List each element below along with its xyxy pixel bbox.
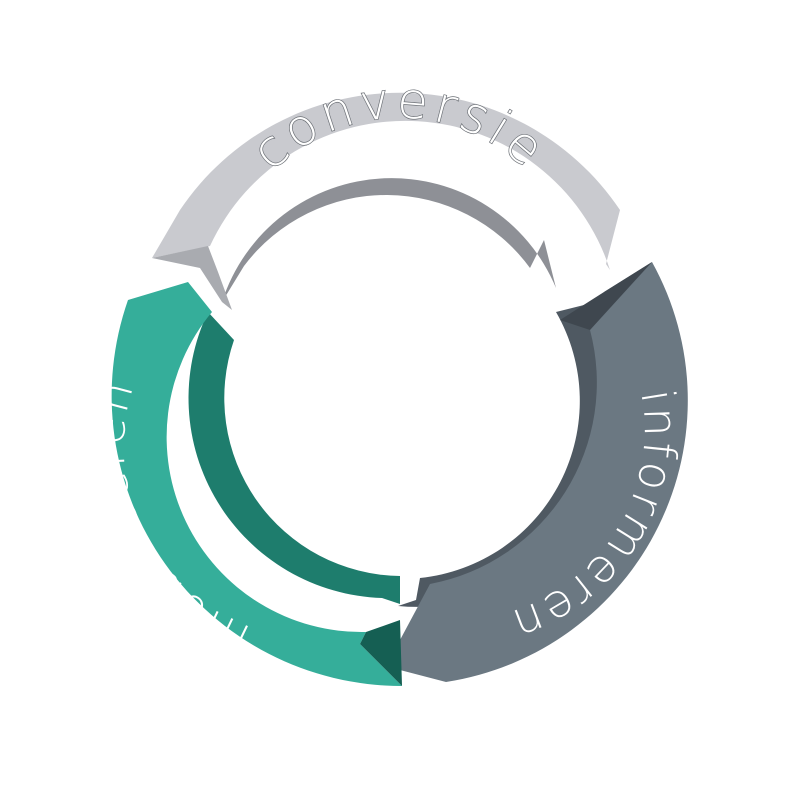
segment-mobiliseren-face — [111, 282, 402, 687]
segment-informeren: informeren — [398, 262, 688, 682]
segment-conversie-tail — [152, 246, 232, 310]
segment-informeren-face — [400, 262, 688, 682]
segment-conversie: conversie — [152, 70, 620, 310]
segment-mobiliseren-side — [188, 312, 400, 604]
svg-text:conversie: conversie — [241, 71, 559, 181]
segment-conversie-label: conversie — [240, 70, 554, 181]
segment-conversie-side — [222, 178, 556, 302]
segment-mobiliseren-tip — [360, 620, 402, 686]
segment-informeren-tip — [560, 262, 652, 330]
segment-conversie-face — [152, 92, 620, 270]
segment-mobiliseren: mobiliseren — [80, 282, 402, 687]
